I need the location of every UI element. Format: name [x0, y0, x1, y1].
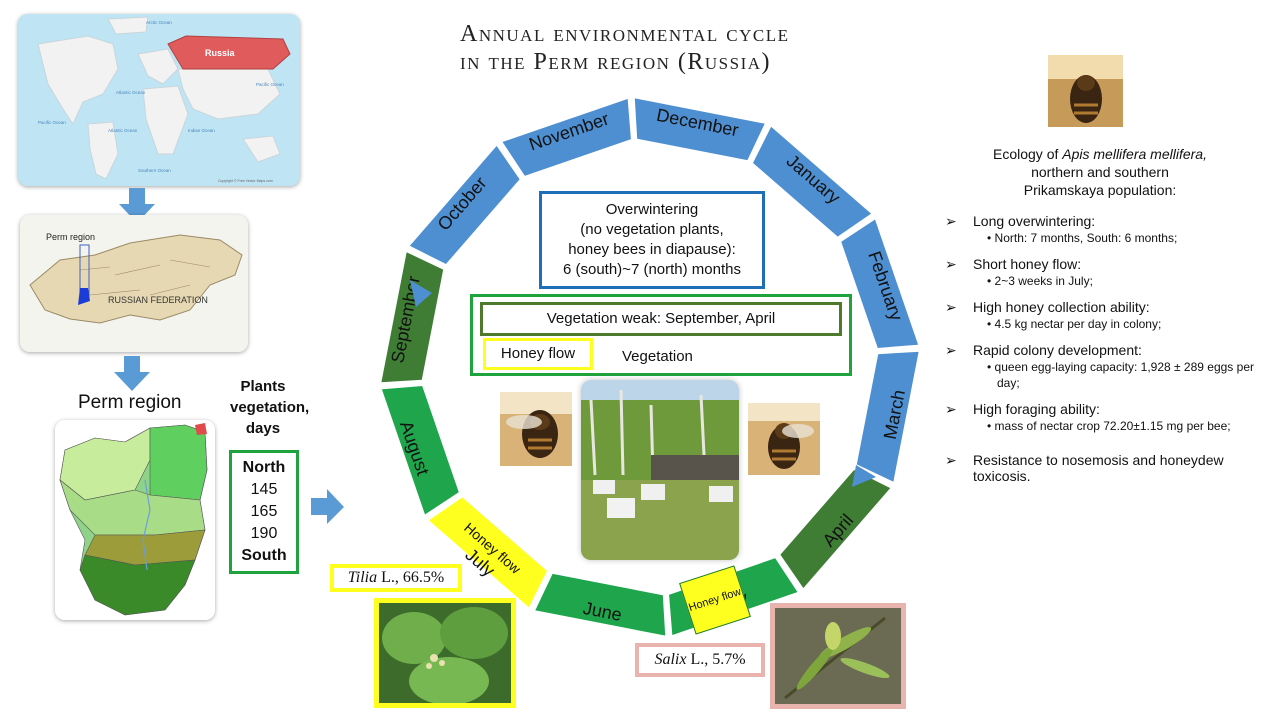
arrow-down-icon — [114, 356, 150, 391]
month-segment-december — [633, 96, 767, 162]
veg-row-145: 145 — [250, 481, 278, 498]
chevron-right-icon: ➢ — [945, 256, 957, 272]
overwintering-box: Overwintering (no vegetation plants, hon… — [539, 191, 765, 289]
trait-detail: • 4.5 kg nectar per day in colony; — [987, 317, 1162, 331]
ecology-heading: Ecology of Apis mellifera mellifera, nor… — [993, 146, 1207, 198]
world-map-graphic: Russia Arctic Ocean Atlantic Ocean Pacif… — [18, 14, 300, 186]
federation-label: RUSSIAN FEDERATION — [108, 295, 208, 305]
vegetation-label: Vegetation — [622, 348, 693, 365]
month-segment-september — [380, 250, 445, 384]
svg-text:Pacific Ocean: Pacific Ocean — [38, 120, 66, 125]
svg-text:Arctic Ocean: Arctic Ocean — [146, 20, 172, 25]
month-segment-november — [500, 96, 633, 178]
perm-region-callout: Perm region — [46, 232, 95, 242]
tilia-photo — [374, 598, 516, 708]
page-title: Annual environmental cycle in the Perm r… — [460, 21, 790, 75]
month-ring: DecemberJanuaryFebruaryMarchAprilMayJune… — [380, 96, 920, 638]
trait-item: ➢ Long overwintering: • North: 7 months, S… — [945, 213, 1255, 246]
apiary-graphic — [581, 380, 739, 560]
world-map: Russia Arctic Ocean Atlantic Ocean Pacif… — [18, 14, 300, 186]
trait-title: High foraging ability: — [973, 401, 1100, 417]
tilia-leaf-icon — [379, 603, 511, 703]
chevron-right-icon: ➢ — [945, 342, 957, 358]
ecology-panel: Ecology of Apis mellifera mellifera, nor… — [945, 145, 1255, 494]
month-segment-october — [407, 143, 522, 266]
trait-detail: • North: 7 months, South: 6 months; — [987, 231, 1178, 245]
svg-text:Atlantic Ocean: Atlantic Ocean — [108, 128, 138, 133]
trait-title: Short honey flow: — [973, 256, 1082, 272]
chevron-right-icon: ➢ — [945, 213, 957, 229]
salix-leaf-icon — [775, 608, 901, 704]
chevron-right-icon: ➢ — [945, 452, 957, 468]
month-segment-june — [533, 572, 667, 638]
tilia-label: Tilia L., 66.5% — [330, 564, 462, 592]
month-segment-march — [855, 350, 920, 484]
month-segment-august — [380, 384, 461, 517]
traits-list: ➢ Long overwintering: • North: 7 months, S… — [945, 213, 1255, 484]
perm-region-label: Perm region — [78, 392, 182, 413]
arrow-right-icon — [311, 489, 344, 524]
perm-map-graphic — [55, 420, 215, 620]
federation-map-graphic: Perm region RUSSIAN FEDERATION — [20, 215, 248, 352]
svg-text:Copyright © Free Vector Maps.c: Copyright © Free Vector Maps.com — [218, 179, 273, 183]
trait-detail: • queen egg-laying capacity: 1,928 ± 289… — [987, 360, 1254, 390]
russia-label: Russia — [205, 48, 236, 58]
trait-title: Resistance to nosemosis and honeydew tox… — [973, 452, 1224, 484]
bullet-icon: • — [987, 274, 995, 288]
svg-text:Pacific Ocean: Pacific Ocean — [256, 82, 284, 87]
weak-vegetation-box: Vegetation weak: September, April — [480, 302, 842, 336]
trait-item: ➢ Resistance to nosemosis and honeydew to… — [945, 452, 1255, 484]
russia-highlight — [167, 35, 291, 70]
bee-icon — [748, 403, 820, 475]
trait-title: Long overwintering: — [973, 213, 1096, 229]
perm-map — [55, 420, 215, 620]
veg-row-165: 165 — [250, 503, 278, 520]
bee-icon — [500, 392, 572, 466]
ring-segments — [380, 96, 920, 638]
chevron-right-icon: ➢ — [945, 299, 957, 315]
bullet-icon: • — [987, 231, 995, 245]
trait-detail: • mass of nectar crop 72.20±1.15 mg per … — [987, 419, 1231, 433]
bee-icon — [1048, 55, 1123, 127]
svg-text:Indian Ocean: Indian Ocean — [188, 128, 215, 133]
veg-row-190: 190 — [250, 525, 278, 542]
apiary-photo — [581, 380, 739, 560]
arrow-down-icon — [119, 188, 155, 223]
honey-flow-box: Honey flow — [483, 338, 593, 370]
veg-row-north: North — [242, 459, 286, 476]
triangle-marker-icon — [852, 465, 876, 487]
vegetation-heading: Plants vegetation, days — [230, 378, 310, 437]
bee-photo-left — [500, 392, 572, 466]
chevron-right-icon: ➢ — [945, 401, 957, 417]
month-segment-january — [751, 124, 874, 239]
svg-text:Atlantic Ocean: Atlantic Ocean — [116, 90, 146, 95]
salix-label: Salix L., 5.7% — [635, 643, 765, 677]
trait-item: ➢ High honey collection ability: • 4.5 kg … — [945, 299, 1255, 332]
month-segment-february — [839, 217, 920, 350]
trait-detail: • 2~3 weeks in July; — [987, 274, 1093, 288]
bee-photo-right — [748, 403, 820, 475]
trait-item: ➢ Short honey flow: • 2~3 weeks in July; — [945, 256, 1255, 289]
trait-item: ➢ High foraging ability: • mass of nectar… — [945, 401, 1255, 434]
salix-photo — [770, 603, 906, 709]
bee-photo-top — [1048, 55, 1123, 127]
svg-text:Southern Ocean: Southern Ocean — [138, 168, 171, 173]
month-segment-july — [426, 495, 549, 610]
bullet-icon: • — [987, 419, 995, 433]
bullet-icon: • — [987, 360, 995, 374]
trait-item: ➢ Rapid colony development: • queen egg-la… — [945, 342, 1255, 391]
triangle-marker-icon — [410, 280, 432, 307]
trait-title: Rapid colony development: — [973, 342, 1142, 358]
vegetation-days-box: North 145 165 190 South — [229, 450, 299, 574]
bullet-icon: • — [987, 317, 995, 331]
federation-map: Perm region RUSSIAN FEDERATION — [20, 215, 248, 352]
veg-row-south: South — [241, 547, 287, 564]
trait-title: High honey collection ability: — [973, 299, 1150, 315]
